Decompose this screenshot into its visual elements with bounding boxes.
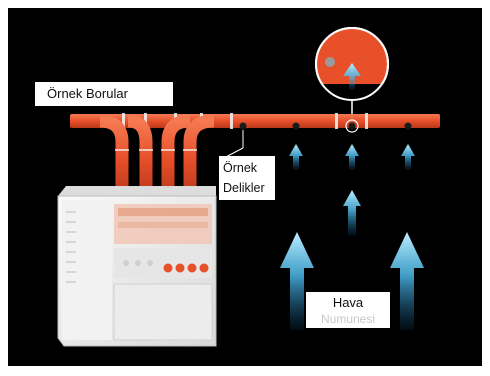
label-sample-holes: Örnek Delikler — [219, 156, 275, 200]
label-sample-holes-line1: Örnek — [223, 161, 258, 175]
label-sample-pipes: Örnek Borular — [35, 82, 173, 106]
hole-icon — [404, 122, 412, 130]
main-pipe — [70, 114, 440, 128]
up-arrow-icon — [280, 232, 314, 330]
magnifier-circle-icon — [315, 27, 389, 114]
large-air-arrows — [280, 232, 424, 330]
magnifier-hole-icon — [325, 57, 335, 67]
up-arrow-icon — [390, 232, 424, 330]
label-air-sample: Hava Numunesi — [306, 292, 390, 328]
hole-icon — [292, 122, 300, 130]
descending-pipes — [99, 114, 215, 196]
label-air-line1: Hava — [332, 295, 364, 310]
magnifier-arrow-icon — [343, 63, 361, 90]
panel-buttons — [163, 263, 209, 273]
up-arrow-icon — [345, 144, 359, 170]
up-arrow-icon — [401, 144, 415, 170]
label-air-line2: Numunesi — [320, 312, 376, 326]
up-arrow-icon — [289, 144, 303, 170]
up-arrow-icon — [343, 190, 361, 236]
label-sample-pipes-text: Örnek Borular — [47, 86, 128, 101]
hole-icon — [239, 122, 247, 130]
label-sample-holes-line2: Delikler — [223, 181, 265, 195]
small-air-arrows — [289, 144, 415, 236]
control-panel — [57, 186, 217, 347]
hole-icon — [348, 122, 356, 130]
sample-holes — [239, 122, 412, 130]
